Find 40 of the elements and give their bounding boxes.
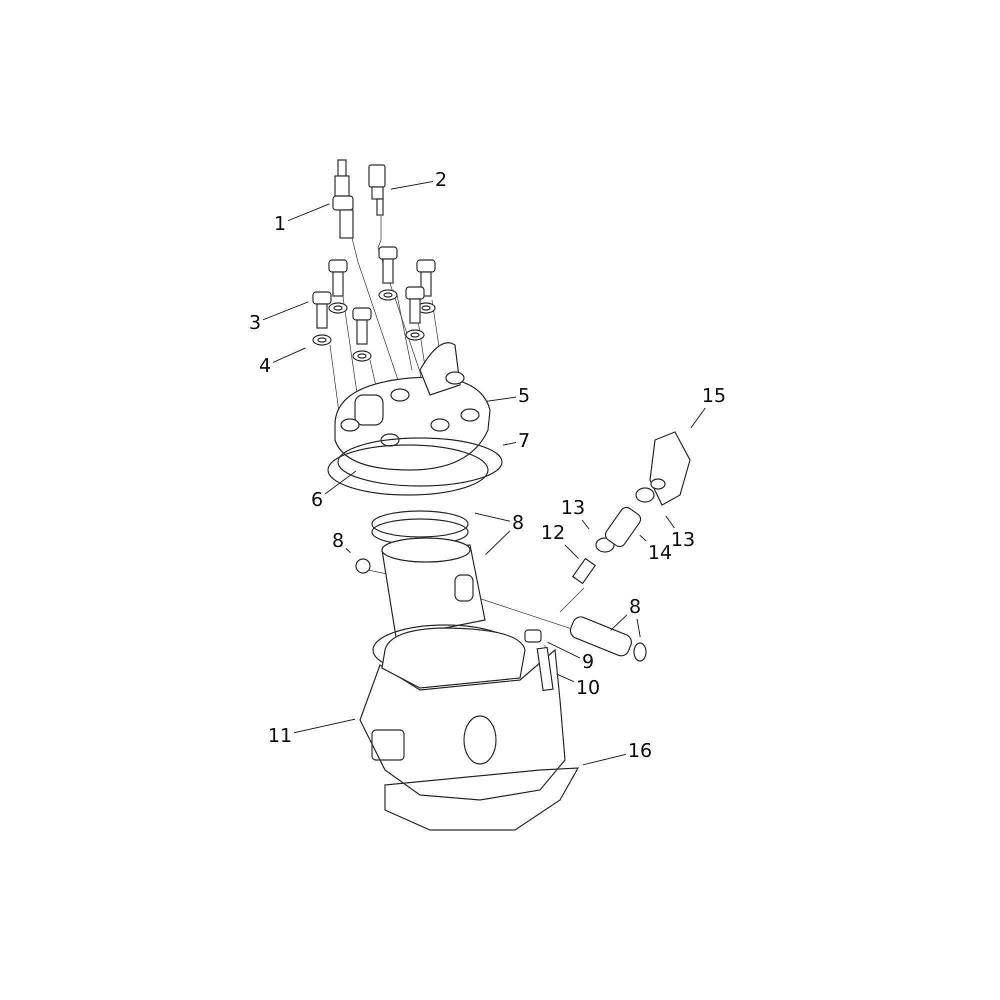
leader-line xyxy=(485,530,510,555)
leader-line xyxy=(474,512,510,522)
leader-line xyxy=(390,181,434,190)
callout-number: 10 xyxy=(576,677,600,699)
leader-line xyxy=(665,516,675,528)
callout-number: 12 xyxy=(540,522,566,544)
callout-number: 14 xyxy=(648,542,672,564)
callout-number: 5 xyxy=(518,385,530,407)
callout-number: 2 xyxy=(434,169,448,191)
callout-number: 15 xyxy=(702,385,726,407)
callout-number: 13 xyxy=(560,497,586,519)
leader-line xyxy=(346,548,351,554)
leader-line xyxy=(610,614,628,631)
leader-line xyxy=(272,348,306,363)
leader-line xyxy=(556,674,574,682)
leader-line xyxy=(262,301,309,320)
leader-line xyxy=(636,618,641,638)
callout-number: 8 xyxy=(628,596,642,618)
callout-number: 11 xyxy=(268,725,292,747)
callout-number: 8 xyxy=(332,530,344,552)
leader-line xyxy=(486,396,516,402)
callout-number: 8 xyxy=(512,512,524,534)
callout-number: 3 xyxy=(248,312,262,334)
leader-line xyxy=(324,470,356,494)
leader-line xyxy=(502,442,516,446)
callout-number: 13 xyxy=(670,529,696,551)
callout-number: 4 xyxy=(258,355,272,377)
leader-line xyxy=(288,203,330,222)
callout-number: 6 xyxy=(310,489,324,511)
callout-number: 1 xyxy=(274,213,286,235)
leader-line xyxy=(564,544,579,559)
leader-line xyxy=(639,534,647,542)
callout-number: 9 xyxy=(582,651,594,673)
leader-line xyxy=(690,408,706,428)
leader-line xyxy=(294,718,356,734)
leader-line xyxy=(582,754,626,766)
leader-line xyxy=(582,520,590,530)
callout-number: 7 xyxy=(518,430,530,452)
leader-line xyxy=(547,642,580,659)
callout-number: 16 xyxy=(628,740,652,762)
